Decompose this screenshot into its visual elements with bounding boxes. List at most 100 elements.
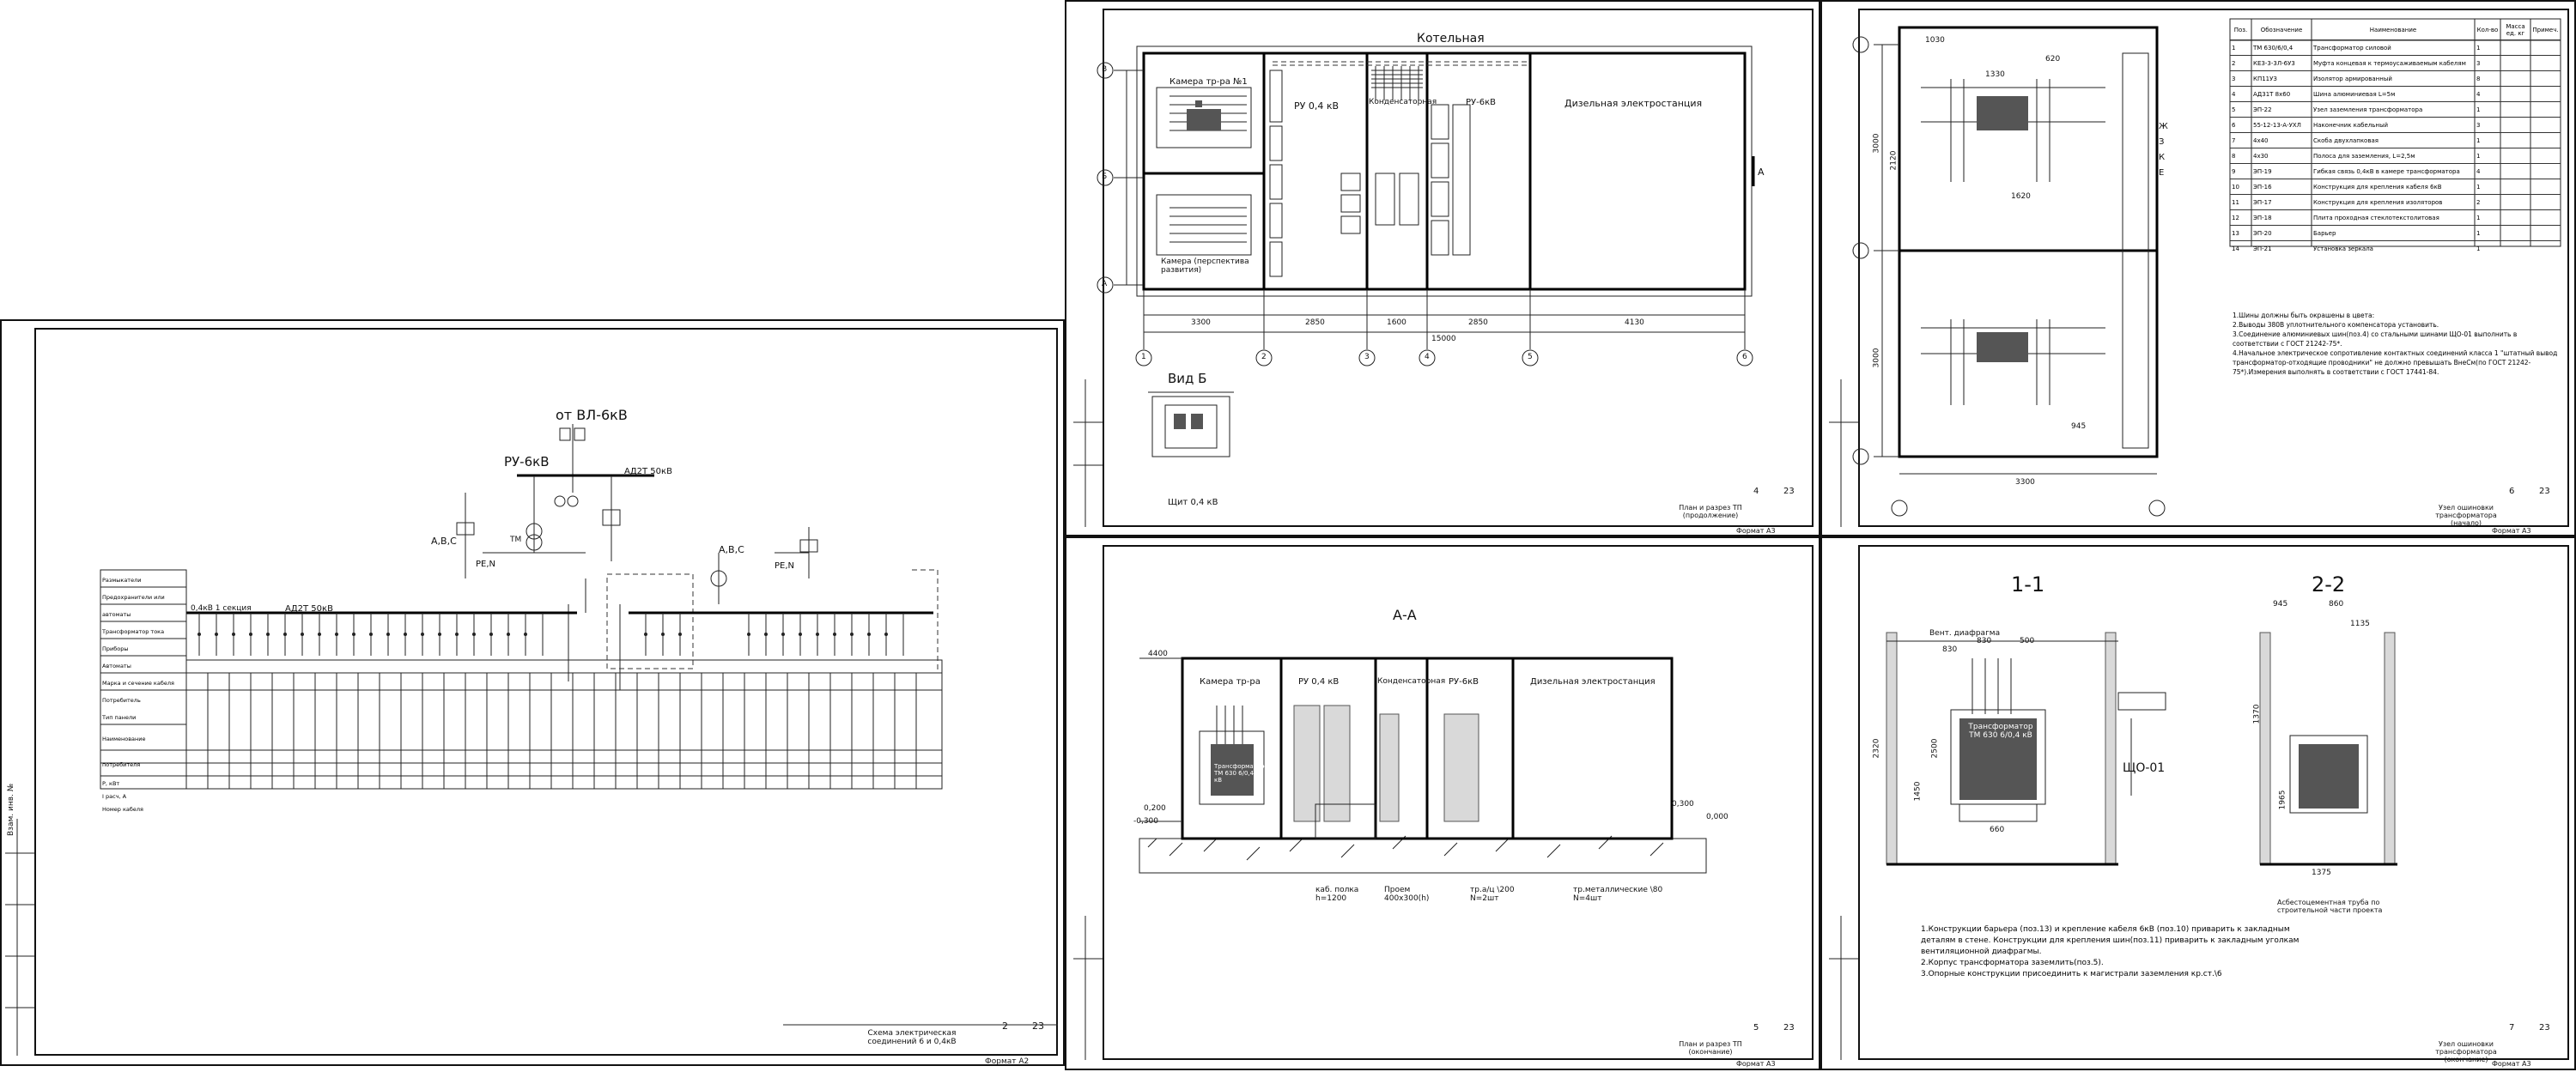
sheet-7-drawing xyxy=(1829,632,2397,1060)
sheet-2-number: 2 xyxy=(1002,1021,1008,1032)
row-header: Предохранители или автоматы xyxy=(102,594,165,618)
sheet-4: Котельная Камера тр-ра №1 Камера (перспе… xyxy=(1065,0,1820,536)
table-header: Примеч. xyxy=(2532,27,2559,33)
row-header: Номер кабеля xyxy=(102,806,143,813)
sheet-5-ru6-label: РУ-6кВ xyxy=(1449,677,1479,687)
table-cell: 13 xyxy=(2232,229,2239,237)
sheet-4-board-label: Щит 0,4 кВ xyxy=(1168,498,1218,507)
sheet-5-level-right: 0,300 xyxy=(1672,800,1694,809)
sheet-5-total: 23 xyxy=(1783,1023,1795,1033)
sheet-5-level-top: 4400 xyxy=(1148,650,1168,658)
note: 1.Шины должны быть окрашены в цвета: xyxy=(2233,312,2375,319)
sheet-6-total: 23 xyxy=(2539,487,2550,496)
note: 3.Соединение алюминиевых шин(поз.4) со с… xyxy=(2233,330,2518,348)
table-cell: 9 xyxy=(2232,167,2236,175)
sheet-4-row-axis-1: В xyxy=(1102,65,1108,74)
table-cell: 14 xyxy=(2232,245,2239,252)
row-header: Марка и сечение кабеля xyxy=(102,680,174,687)
sheet-7-dim: 1450 xyxy=(1913,781,1923,802)
sheet-6-letter: Е xyxy=(2159,168,2165,178)
sheet-5-callout: тр.металлические \80 N=4шт xyxy=(1573,886,1663,903)
sheet-5-frame xyxy=(1103,545,1814,1060)
sheet-4-frame xyxy=(1103,9,1814,527)
table-header: Кол-во xyxy=(2476,27,2499,33)
sheet-6-title: Узел ошиновки трансформатора (начало) xyxy=(2435,504,2497,527)
sheet-7-dim: 2500 xyxy=(1930,738,1940,759)
sheet-2-phase-label-2: А,В,С xyxy=(719,544,744,555)
sheet-2-source-label: от ВЛ-6кВ xyxy=(556,407,628,423)
sheet-2-format: Формат А2 xyxy=(985,1057,1030,1066)
table-cell: 12 xyxy=(2232,214,2239,221)
sheet-7-number: 7 xyxy=(2509,1023,2515,1033)
sheet-2-pe-label-2: РЕ,N xyxy=(775,561,795,571)
sheet-6: Поз. Обозначение Наименование Кол-во Мас… xyxy=(1820,0,2576,536)
sheet-2-frame xyxy=(34,328,1058,1056)
sheet-6-letter: Ж xyxy=(2159,122,2168,131)
table-cell: 8 xyxy=(2232,152,2236,160)
sheet-4-dim-4: 2850 xyxy=(1468,318,1488,327)
sheet-2-breaker-label: АД2Т 50кВ xyxy=(624,467,672,476)
sheet-5: А-А Камера тр-ра РУ 0,4 кВ Конденсаторна… xyxy=(1065,536,1820,1070)
sheet-4-camera-label: Камера тр-ра №1 xyxy=(1170,77,1248,87)
row-header: Тип панели xyxy=(102,714,137,721)
table-cell: Гибкая связь 0,4кВ в камере трансформато… xyxy=(2313,167,2460,175)
sheet-7-dim: 1370 xyxy=(2252,704,2262,724)
table-cell: Плита проходная стеклотекстолитовая xyxy=(2313,214,2439,221)
sheet-7-dim: 500 xyxy=(2020,637,2035,645)
sheet-4-axis-3: 3 xyxy=(1364,353,1370,361)
sheet-5-number: 5 xyxy=(1753,1023,1759,1033)
sheet-2-total: 23 xyxy=(1032,1021,1044,1032)
row-header: I расч, А xyxy=(102,793,127,800)
sheet-2-phase-label: А,В,С xyxy=(431,536,457,547)
sheet-4-axis-6: 6 xyxy=(1742,353,1747,361)
sheet-4-axis-4: 4 xyxy=(1425,353,1430,361)
sheet-2-ru04-label: 0,4кВ 1 секция xyxy=(191,604,252,613)
sheet-7-dim: 945 xyxy=(2273,600,2288,609)
sheet-5-drawing xyxy=(1073,657,1707,1060)
table-cell: Узел заземления трансформатора xyxy=(2313,106,2423,113)
table-cell: 55-12-13-А-УХЛ xyxy=(2253,121,2301,129)
sheet-7-section-2: 2-2 xyxy=(2312,572,2346,597)
table-cell: ЭП-22 xyxy=(2253,106,2272,113)
sheet-4-cond-label: Конденсаторная xyxy=(1369,98,1437,106)
note: 3.Опорные конструкции присоединить к маг… xyxy=(1921,970,2222,978)
table-cell: 4х40 xyxy=(2253,136,2269,144)
table-cell: 8 xyxy=(2476,75,2481,82)
sheet-5-callout: Проем 400х300(h) xyxy=(1384,886,1430,903)
sheet-2-drawing xyxy=(5,424,1058,1056)
sheet-2: Взам. инв. № от ВЛ-6кВ РУ-6кВ АД2Т 50кВ … xyxy=(0,319,1065,1066)
table-cell: ЭП-17 xyxy=(2253,198,2272,206)
note: 4.Начальное электрическое сопротивление … xyxy=(2233,349,2558,376)
sheet-4-axis-1: 1 xyxy=(1141,353,1146,361)
table-cell: 3 xyxy=(2476,121,2481,129)
table-cell: КЕЗ-3-3Л-6У3 xyxy=(2253,59,2295,67)
table-cell: ЭП-20 xyxy=(2253,229,2272,237)
note: 2.Выводы 380В уплотнительного компенсато… xyxy=(2233,321,2439,329)
table-cell: КП11УЗ xyxy=(2253,75,2277,82)
sheet-2-breaker2-label: АД2Т 50кВ xyxy=(285,604,333,614)
sheet-2-row-headers: Размыкатели Предохранители или автоматы … xyxy=(102,572,185,816)
table-cell: Трансформатор силовой xyxy=(2313,44,2391,51)
table-cell: АД31Т 8х60 xyxy=(2253,90,2291,98)
sheet-6-letter: К xyxy=(2159,153,2166,162)
sheet-4-dim-2: 2850 xyxy=(1305,318,1325,327)
sheet-4-axis-5: 5 xyxy=(1528,353,1533,361)
table-row: 9 ЭП-19 Гибкая связь 0,4кВ в камере трансф… xyxy=(2230,163,2561,179)
table-cell: 10 xyxy=(2232,183,2239,191)
table-cell: ЭП-19 xyxy=(2253,167,2272,175)
sheet-4-axis-2: 2 xyxy=(1261,353,1267,361)
sheet-4-marker: А xyxy=(1758,167,1765,178)
sheet-7-title: Узел ошиновки трансформатора (окончание) xyxy=(2435,1040,2497,1063)
row-header: Автоматы xyxy=(102,663,131,669)
sheet-6-dim: 620 xyxy=(2045,55,2061,64)
table-cell: Муфта концевая к термоусаживаемым кабеля… xyxy=(2313,59,2466,67)
sheet-6-notes: 1.Шины должны быть окрашены в цвета: 2.В… xyxy=(2233,311,2559,377)
sheet-5-format: Формат А3 xyxy=(1736,1060,1776,1068)
note: 1.Конструкции барьера (поз.13) и креплен… xyxy=(1921,925,2300,956)
spec-table: Поз. Обозначение Наименование Кол-во Мас… xyxy=(2230,21,2561,256)
table-cell: 5 xyxy=(2232,106,2236,113)
